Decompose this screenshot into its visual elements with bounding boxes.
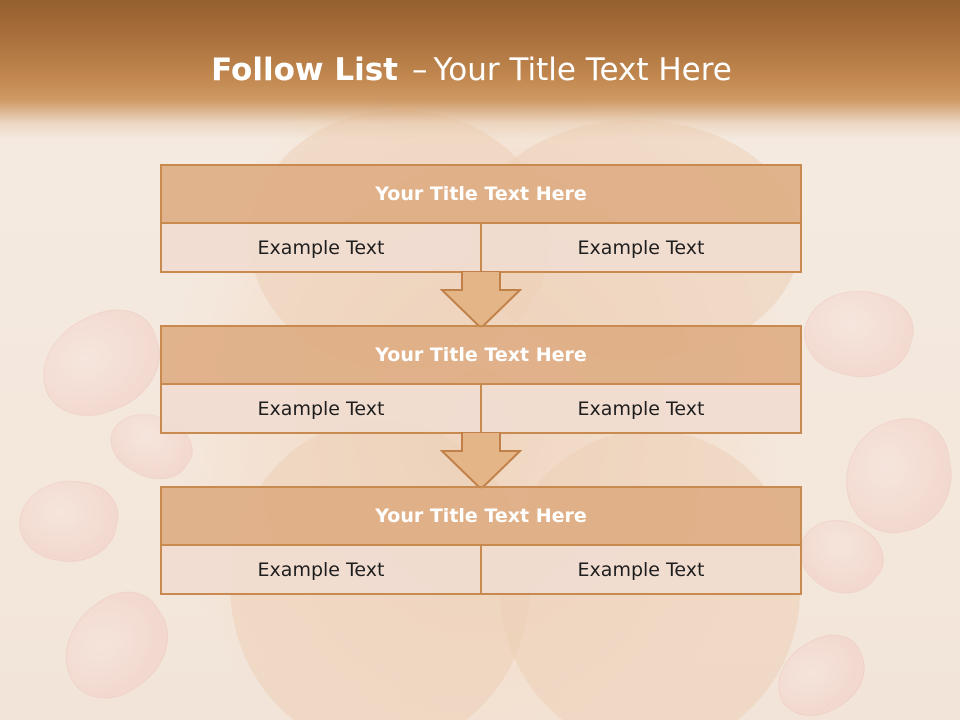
slide-title-rest: Your Title Text Here xyxy=(433,52,732,88)
list-block-cell-right: Example Text xyxy=(480,224,800,271)
list-block-cell-left: Example Text xyxy=(257,558,385,581)
slide-title-bold: Follow List xyxy=(211,52,398,88)
list-block-row: Example Text Example Text xyxy=(162,224,800,271)
list-block-2: Your Title Text Here Example Text Exampl… xyxy=(160,325,802,434)
header-band xyxy=(0,0,960,140)
list-block-1: Your Title Text Here Example Text Exampl… xyxy=(160,164,802,273)
list-block-title: Your Title Text Here xyxy=(162,488,800,546)
down-arrow-icon xyxy=(440,432,522,491)
down-arrow-icon xyxy=(440,271,522,330)
list-block-cell-left: Example Text xyxy=(257,236,385,259)
rose-petal xyxy=(13,472,124,570)
list-block-title: Your Title Text Here xyxy=(162,166,800,224)
rose-petal xyxy=(795,277,922,390)
slide-title: Follow List–Your Title Text Here xyxy=(0,52,943,88)
list-block-cell-left: Example Text xyxy=(257,397,385,420)
list-block-cell-right: Example Text xyxy=(480,546,800,593)
list-block-title: Your Title Text Here xyxy=(162,327,800,385)
list-block-row: Example Text Example Text xyxy=(162,385,800,432)
list-block-cell-right: Example Text xyxy=(480,385,800,432)
list-block-row: Example Text Example Text xyxy=(162,546,800,593)
rose-petal xyxy=(43,576,189,716)
list-block-3: Your Title Text Here Example Text Exampl… xyxy=(160,486,802,595)
rose-petal xyxy=(27,297,175,430)
slide-title-separator: – xyxy=(411,52,428,88)
rose-petal xyxy=(836,411,960,541)
